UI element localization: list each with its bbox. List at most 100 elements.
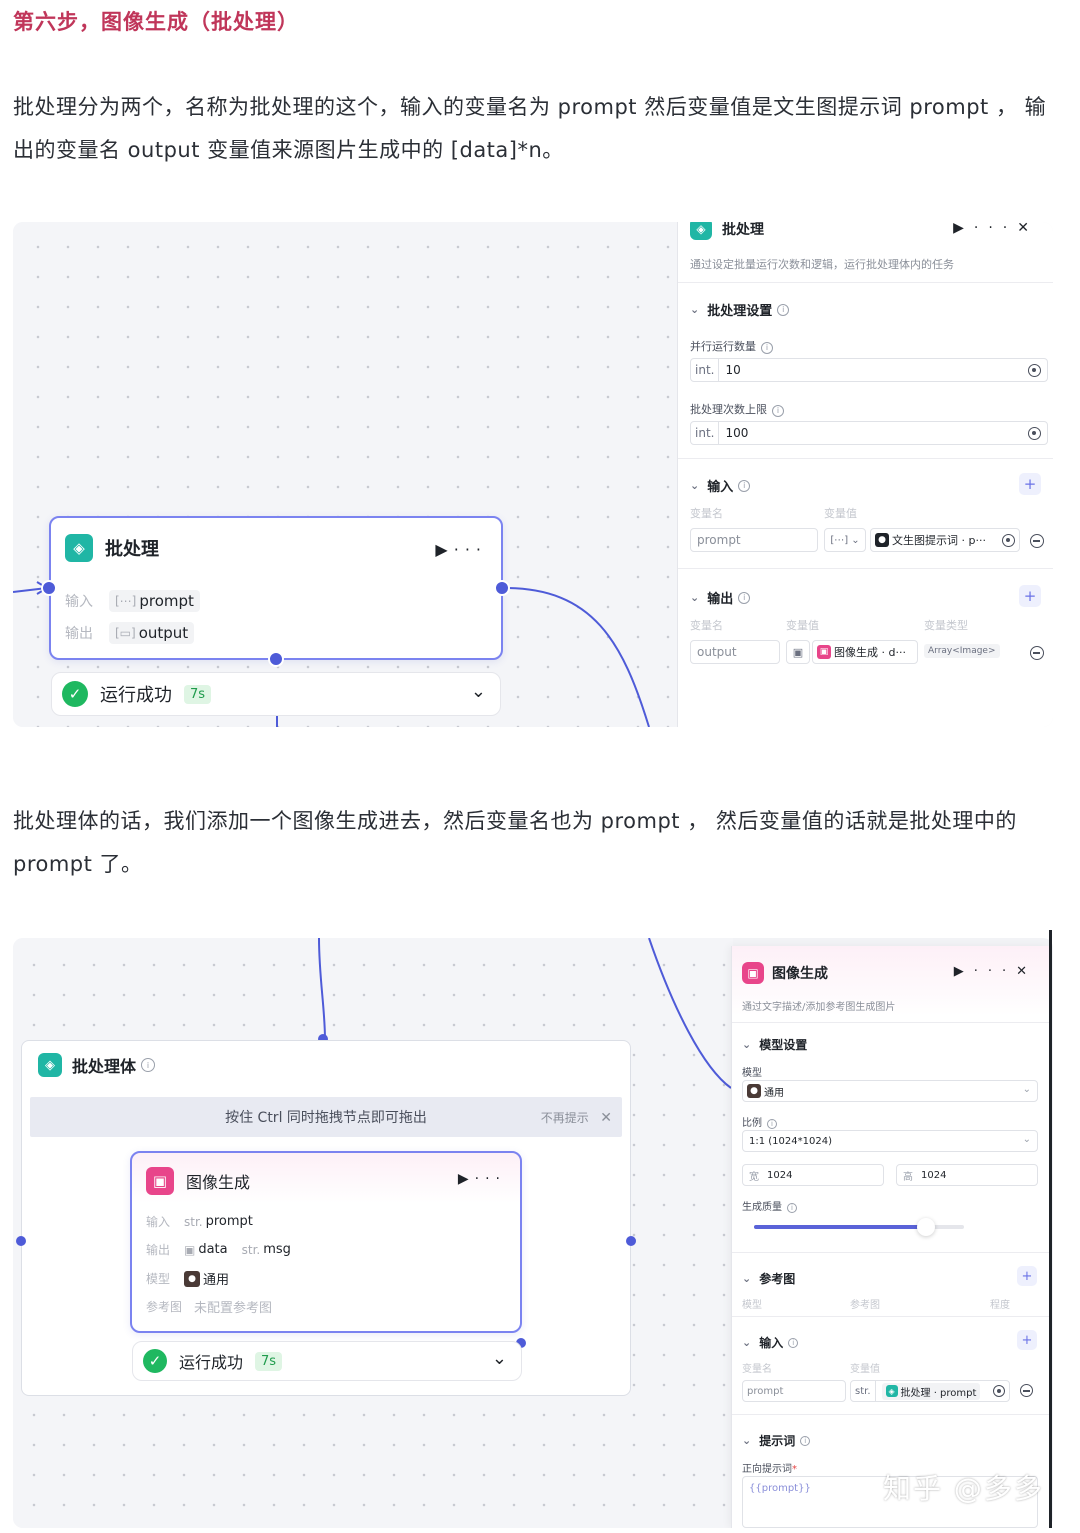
input-var-name-field[interactable]: prompt [742,1380,846,1402]
output-ref-value: 图像生成 · d··· [834,646,906,659]
workflow-canvas[interactable]: ◈ 批处理体 i 按住 Ctrl 同时拖拽节点即可拖出 不再提示 ✕ ▣ 图像生… [13,938,733,1528]
panel-description: 通过设定批量运行次数和逻辑，运行批处理体内的任务 [690,258,954,271]
quality-slider[interactable] [754,1218,964,1236]
more-icon[interactable]: ··· [973,964,1017,979]
run-icon[interactable]: ▶ [457,1171,475,1187]
quality-slider-knob[interactable] [917,1218,936,1236]
info-icon: i [777,303,790,316]
col-value-header: 变量值 [824,507,857,520]
ref-col-image: 参考图 [850,1300,880,1311]
input-title: 输入 [707,480,734,495]
image-type-icon[interactable]: ▣ [786,640,810,664]
run-icon[interactable]: ▶ [953,964,974,979]
image-gen-node[interactable]: ▣ 图像生成 ▶··· 输入 str.prompt 输出 ▣data str.m… [130,1151,522,1333]
add-output-button[interactable]: + [1019,585,1041,607]
variable-ref-icon[interactable] [1028,427,1041,440]
hint-dismiss[interactable]: 不再提示 ✕ [540,1110,612,1126]
close-icon[interactable]: ✕ [1017,222,1039,236]
positive-prompt-input[interactable]: {{prompt}} [742,1476,1038,1528]
type-prefix: int. [691,359,720,381]
ratio-select[interactable]: 1:1 (1024*1024) ⌄ [742,1130,1038,1152]
batch-limit-field[interactable]: int. 100 [690,421,1048,445]
chevron-down-icon[interactable]: ⌄ [470,681,486,702]
node-output-port[interactable] [516,1338,526,1348]
variable-ref-icon[interactable] [993,1385,1005,1397]
chevron-down-icon: ⌄ [742,1336,752,1349]
col-name-header: 变量名 [690,507,723,520]
body-top-port[interactable] [318,1034,328,1044]
variable-ref-icon[interactable] [1028,364,1041,377]
output-tag-data: ▣data [184,1242,228,1257]
run-status-bar[interactable]: ✓ 运行成功 7s ⌄ [132,1341,522,1381]
drag-hint-bar: 按住 Ctrl 同时拖拽节点即可拖出 不再提示 ✕ [30,1097,622,1137]
output-tag: [▭]output [109,622,195,644]
add-input-button[interactable]: + [1017,1330,1037,1350]
output-var-name-field[interactable]: output [690,640,780,664]
positive-prompt-label: 正向提示词* [742,1464,797,1475]
image-gen-icon: ▣ [817,645,831,659]
input-value-field[interactable]: ● 文生图提示词 · p··· [870,528,1020,552]
input-var-name-field[interactable]: prompt [690,528,818,552]
body-output-port[interactable] [626,1236,636,1246]
remove-input-icon[interactable] [1030,534,1044,548]
model-settings-header[interactable]: ⌄模型设置 [742,1036,807,1053]
model-select[interactable]: ● 通用 ⌄ [742,1080,1038,1102]
info-icon: i [800,1435,811,1446]
run-status-bar[interactable]: ✓ 运行成功 7s ⌄ [51,672,501,716]
node-controls: ▶··· [435,540,487,559]
ref-section-header[interactable]: ⌄参考图 [742,1270,795,1287]
run-icon[interactable]: ▶ [435,540,454,559]
array-icon: [⋯] [115,594,137,608]
check-icon: ✓ [62,681,88,707]
more-icon[interactable]: ··· [453,540,487,559]
chevron-down-icon: ⌄ [690,479,700,492]
image-icon: ▣ [146,1167,174,1195]
parallel-count-field[interactable]: int. 10 [690,358,1048,382]
more-icon[interactable]: ··· [474,1171,506,1187]
hint-text: 按住 Ctrl 同时拖拽节点即可拖出 [225,1110,427,1126]
remove-input-icon[interactable] [1020,1384,1033,1397]
chevron-down-icon[interactable]: ⌄ [491,1348,507,1369]
col-name-header: 变量名 [742,1364,772,1375]
batch-body-container[interactable]: ◈ 批处理体 i 按住 Ctrl 同时拖拽节点即可拖出 不再提示 ✕ ▣ 图像生… [21,1040,631,1396]
output-value: output [138,624,189,642]
col-value-header: 变量值 [786,619,819,632]
width-value: 1024 [767,1169,793,1181]
add-input-button[interactable]: + [1019,473,1041,495]
add-ref-button[interactable]: + [1017,1266,1037,1286]
input-port[interactable] [41,580,57,596]
workflow-canvas[interactable]: ◈ 批处理 ▶··· 输入 [⋯]prompt 输出 [▭]output ✓ 运… [13,222,677,727]
batch-node[interactable]: ◈ 批处理 ▶··· 输入 [⋯]prompt 输出 [▭]output [49,516,503,660]
body-port[interactable] [268,651,284,667]
node-title: 批处理 [105,539,159,560]
panel-controls: ▶···✕ [953,222,1039,236]
screenshot-batch-body: ◈ 批处理体 i 按住 Ctrl 同时拖拽节点即可拖出 不再提示 ✕ ▣ 图像生… [13,938,1053,1528]
model-value: 通用 [203,1273,230,1288]
body-input-port[interactable] [16,1236,26,1246]
more-icon[interactable]: ··· [973,222,1018,236]
output-port[interactable] [494,580,510,596]
run-icon[interactable]: ▶ [953,222,974,236]
variable-ref-icon[interactable] [1002,534,1015,547]
output-value-field[interactable]: ▣ 图像生成 · d··· [812,640,918,664]
node-output-row: 输出 [▭]output [65,622,195,644]
close-icon[interactable]: ✕ [600,1110,612,1126]
body-title: 批处理体 [72,1057,137,1076]
node-output-row: 输出 ▣data str.msg [146,1242,291,1257]
type-select[interactable]: [⋯] ⌄ [824,528,866,552]
close-icon[interactable]: ✕ [1016,964,1037,979]
input-value-field[interactable]: str. ◈批处理 · prompt [850,1380,1010,1402]
remove-output-icon[interactable] [1030,646,1044,660]
input-ref-value: 文生图提示词 · p··· [892,534,986,547]
node-ref-row: 参考图 未配置参考图 [146,1297,272,1316]
screenshot-border [1049,930,1052,1528]
